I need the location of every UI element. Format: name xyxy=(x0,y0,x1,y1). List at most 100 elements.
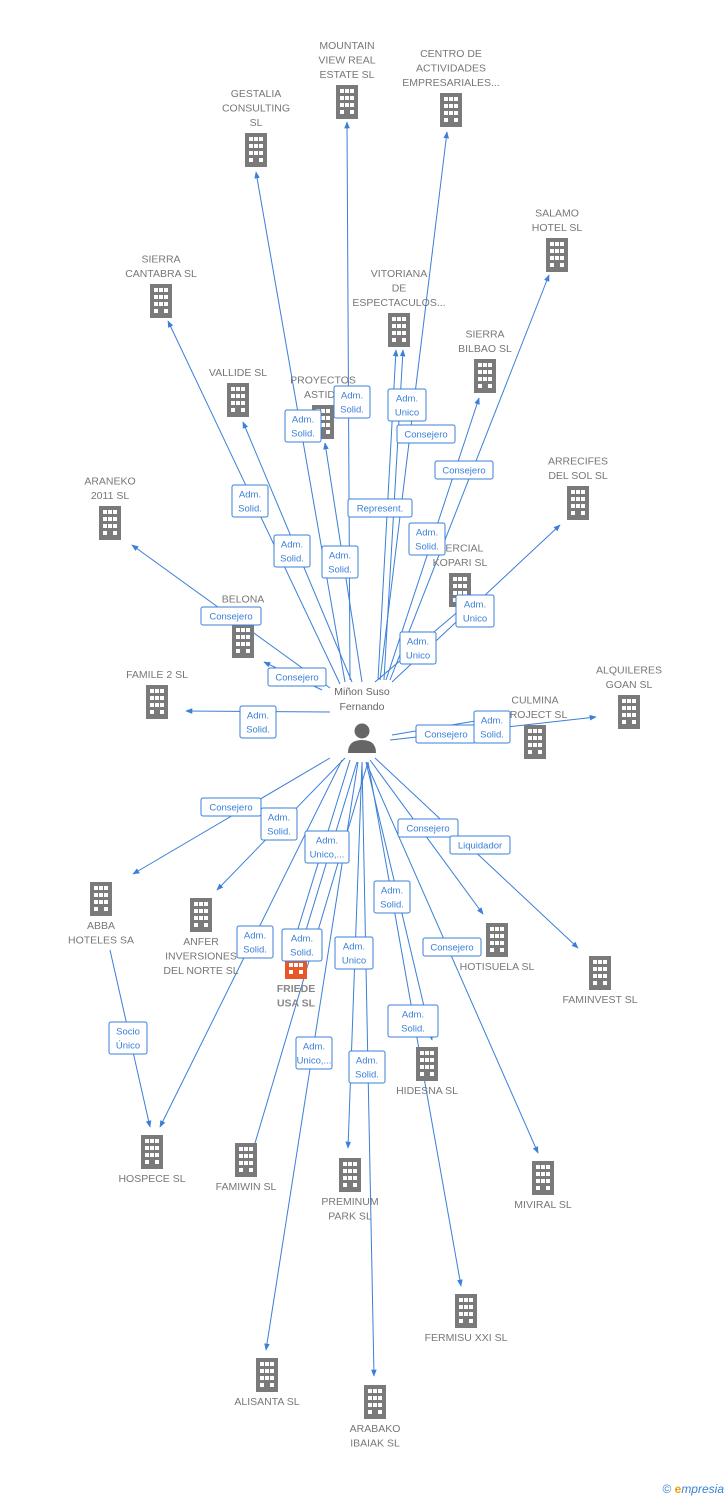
company-label: DEL NORTE SL xyxy=(163,965,238,977)
company-node-fermisu[interactable]: FERMISU XXI SL xyxy=(425,1294,508,1344)
relation-label[interactable]: Adm.Solid. xyxy=(387,1004,439,1038)
relation-text: Liquidador xyxy=(458,841,502,852)
company-node-famiwin[interactable]: FAMIWIN SL xyxy=(216,1143,277,1193)
relation-label[interactable]: Adm.Solid. xyxy=(333,385,371,419)
relation-label[interactable]: Consejero xyxy=(200,606,262,626)
relation-text: Consejero xyxy=(404,430,447,441)
relation-label[interactable]: Consejero xyxy=(434,460,494,480)
relation-box xyxy=(281,928,323,962)
relation-box xyxy=(200,606,262,626)
relation-label[interactable]: Adm.Solid. xyxy=(373,880,411,914)
brand-initial: e xyxy=(674,1482,682,1496)
company-label: ASTIDE xyxy=(304,389,342,401)
relation-label[interactable]: Adm.Solid. xyxy=(273,534,311,568)
company-node-hospece[interactable]: HOSPECE SL xyxy=(118,1135,186,1185)
relation-label[interactable]: Consejero xyxy=(415,724,477,744)
building-icon xyxy=(235,1143,257,1177)
company-label: FAMIWIN SL xyxy=(216,1181,277,1193)
relation-box xyxy=(387,1004,439,1038)
relation-text: Adm. xyxy=(316,836,338,847)
relation-label[interactable]: Adm.Solid. xyxy=(284,409,322,443)
company-label: SALAMO xyxy=(535,208,579,220)
relation-text: Solid. xyxy=(238,504,262,515)
relation-text: Solid. xyxy=(246,725,270,736)
relation-label[interactable]: Consejero xyxy=(396,424,456,444)
relation-label[interactable]: Adm.Unico,... xyxy=(295,1036,333,1070)
company-label: DE xyxy=(392,283,407,295)
relation-label[interactable]: Adm.Solid. xyxy=(348,1050,386,1084)
company-label: IBAIAK SL xyxy=(350,1438,400,1450)
relation-box xyxy=(239,705,277,739)
company-label: MERCIAL xyxy=(437,543,484,555)
relation-label[interactable]: Adm.Solid. xyxy=(408,522,446,556)
company-label: ARANEKO xyxy=(84,476,135,488)
relation-label[interactable]: Adm.Solid. xyxy=(281,928,323,962)
relation-box xyxy=(408,522,446,556)
relation-text: Consejero xyxy=(209,803,252,814)
relation-label[interactable]: Adm.Solid. xyxy=(321,545,359,579)
relation-label[interactable]: Represent. xyxy=(347,498,413,518)
relation-box xyxy=(397,818,459,838)
company-node-arabako[interactable]: ARABAKO IBAIAK SL xyxy=(350,1385,401,1450)
company-node-hidesna[interactable]: HIDESNA SL xyxy=(396,1047,458,1097)
relation-label[interactable]: Adm.Unico,... xyxy=(304,830,350,864)
person-name: Miñon Suso xyxy=(334,686,390,698)
relation-text: Adm. xyxy=(343,942,365,953)
company-label: ARABAKO xyxy=(350,1423,401,1435)
relation-label[interactable]: Adm.Unico xyxy=(399,631,437,665)
company-node-hotisuela[interactable]: HOTISUELA SL xyxy=(460,923,535,973)
company-node-centro[interactable]: CENTRO DEACTIVIDADESEMPRESARIALES... xyxy=(402,48,500,127)
company-label: PARK SL xyxy=(328,1211,372,1223)
company-label: ACTIVIDADES xyxy=(416,63,486,75)
relation-label[interactable]: Adm.Solid. xyxy=(473,710,511,744)
relation-label[interactable]: Adm.Solid. xyxy=(239,705,277,739)
company-label: PROJECT SL xyxy=(503,709,568,721)
relation-text: Solid. xyxy=(243,945,267,956)
relation-text: Consejero xyxy=(442,466,485,477)
relation-label[interactable]: Consejero xyxy=(397,818,459,838)
company-label: MIVIRAL SL xyxy=(514,1199,572,1211)
relation-box xyxy=(260,807,298,841)
relation-label[interactable]: Adm.Unico xyxy=(387,388,427,422)
building-icon xyxy=(227,383,249,417)
relation-text: Unico xyxy=(406,651,430,662)
relation-label[interactable]: Consejero xyxy=(200,797,262,817)
company-node-faminvest[interactable]: FAMINVEST SL xyxy=(562,956,638,1006)
company-node-miviral[interactable]: MIVIRAL SL xyxy=(514,1161,572,1211)
relation-label[interactable]: Consejero xyxy=(422,937,482,957)
company-node-famile[interactable]: FAMILE 2 SL xyxy=(126,669,188,719)
relation-text: Adm. xyxy=(396,394,418,405)
company-node-vallide[interactable]: VALLIDE SL xyxy=(209,367,267,417)
relation-label[interactable]: Liquidador xyxy=(449,835,511,855)
relation-label[interactable]: Adm.Solid. xyxy=(231,484,269,518)
relation-label[interactable]: Adm.Unico xyxy=(334,936,374,970)
relation-label[interactable]: Adm.Solid. xyxy=(236,925,274,959)
company-node-vitoriana[interactable]: VITORIANADEESPECTACULOS... xyxy=(352,268,446,347)
relation-label[interactable]: Consejero xyxy=(267,667,327,687)
building-icon xyxy=(146,685,168,719)
relation-label[interactable]: Adm.Unico xyxy=(455,594,495,628)
company-node-belona[interactable]: BELONAS SL xyxy=(222,594,265,659)
relation-label[interactable]: Adm.Solid. xyxy=(260,807,298,841)
relation-text: Adm. xyxy=(381,886,403,897)
building-icon xyxy=(486,923,508,957)
company-node-alisanta[interactable]: ALISANTA SL xyxy=(234,1358,300,1408)
